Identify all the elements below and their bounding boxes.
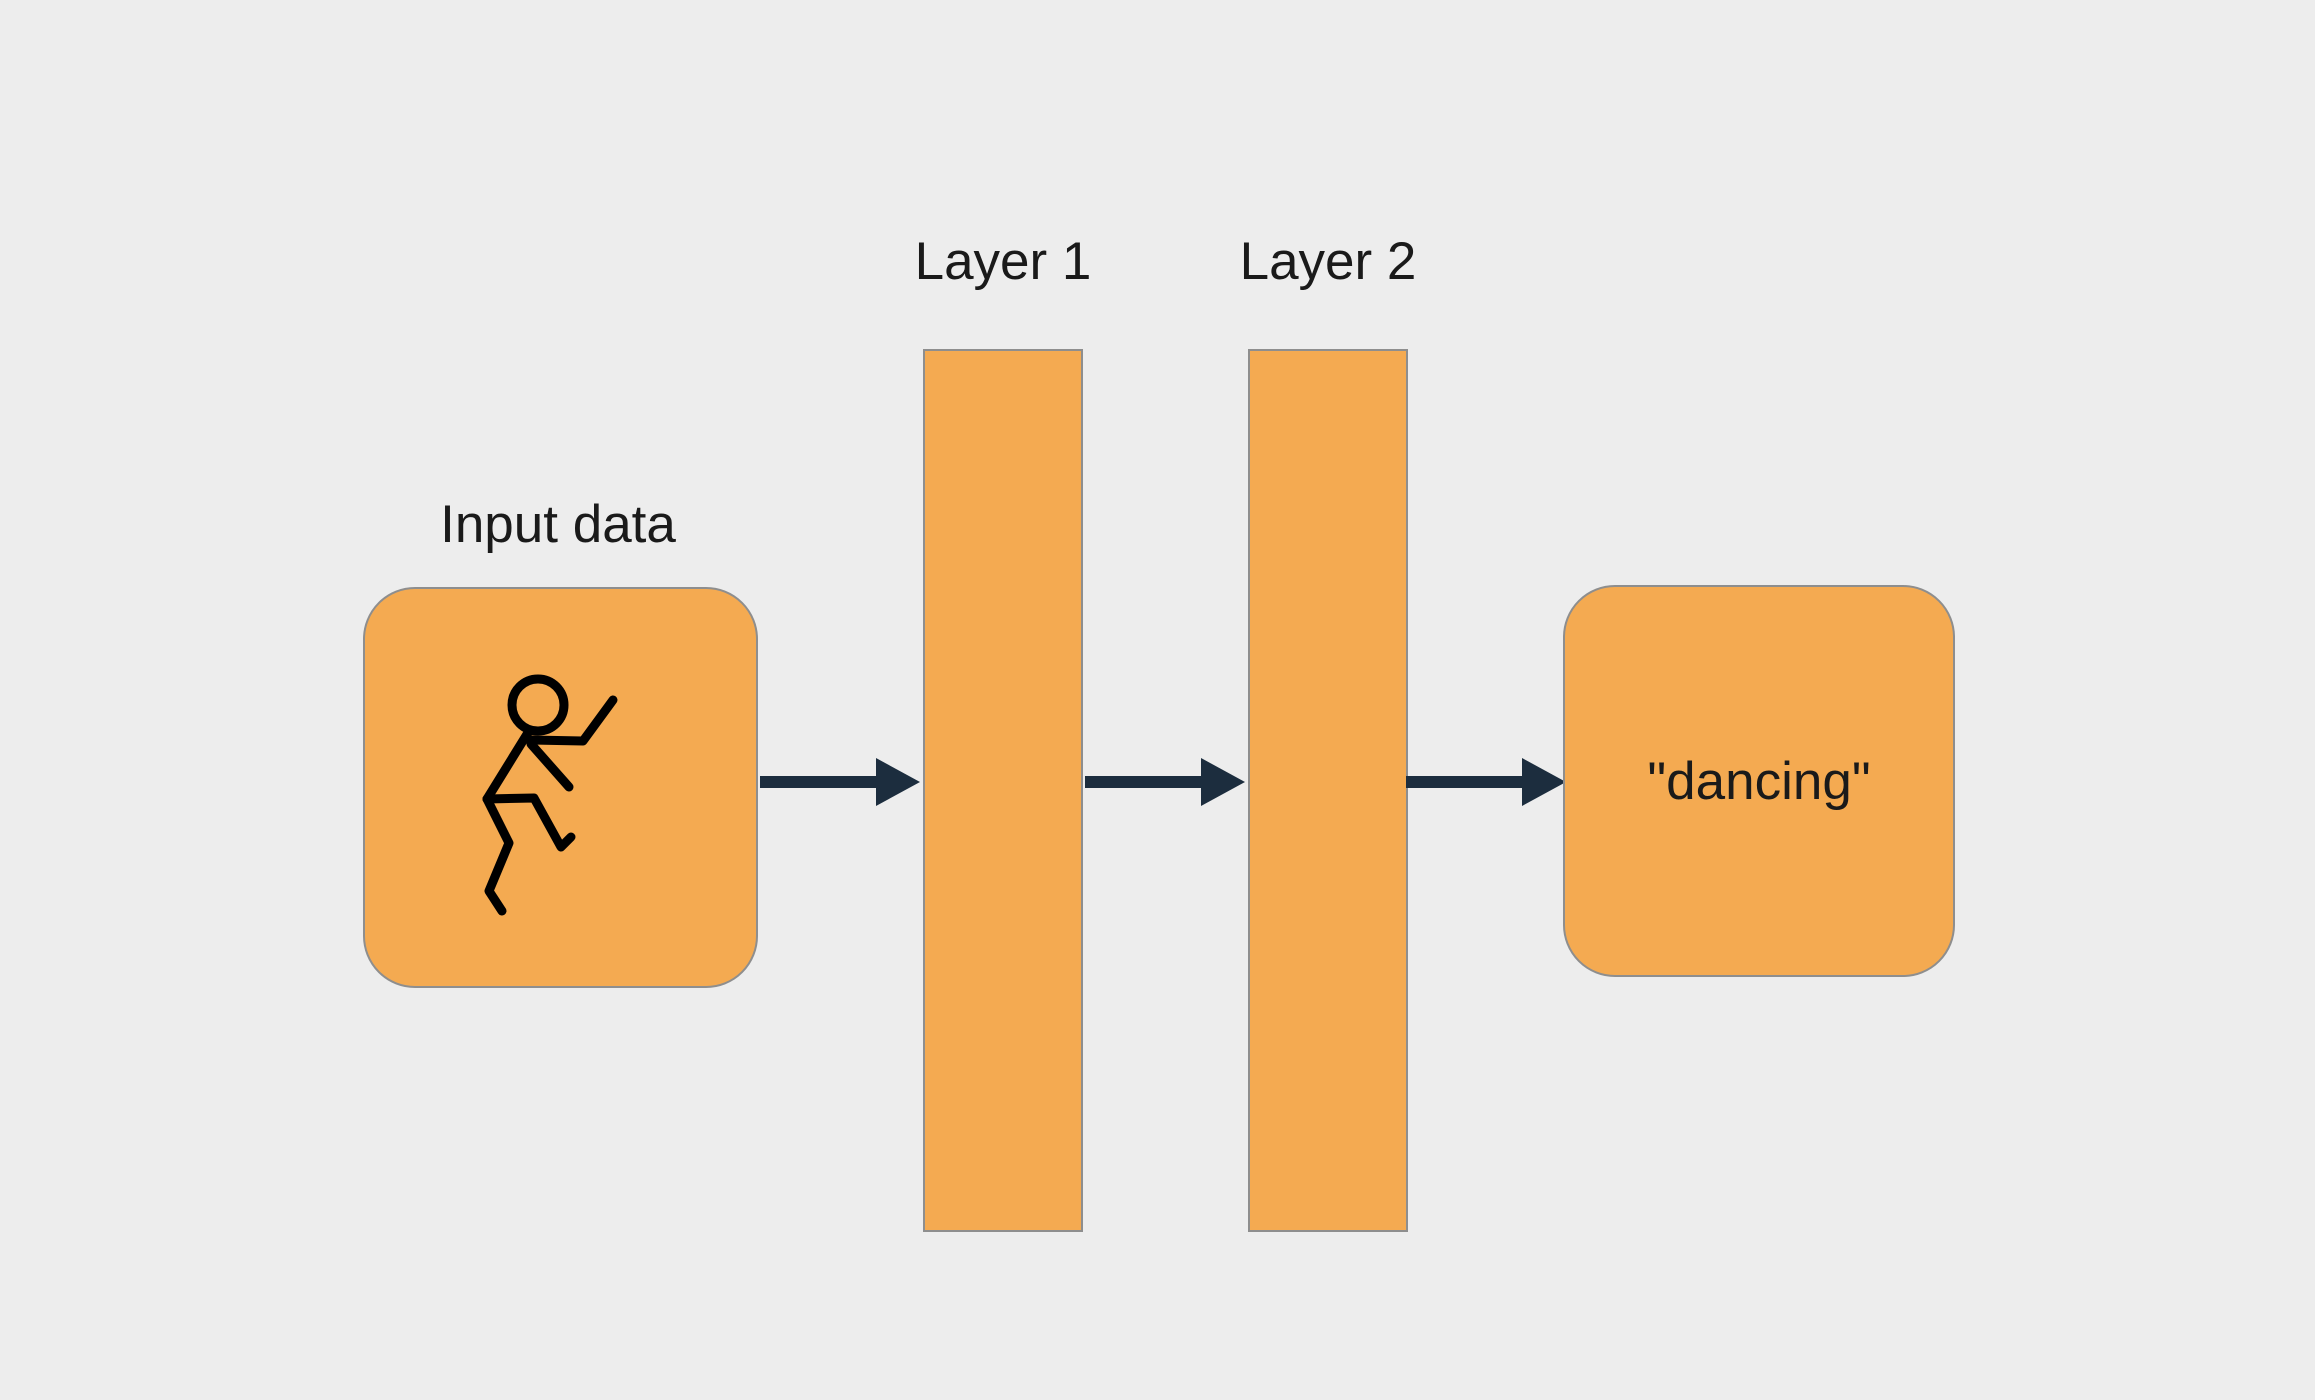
arrow-input-to-layer1-icon [760,756,920,808]
figure-arm-raised [526,695,617,745]
output-node: "dancing" [1563,585,1955,977]
arrow-layer2-to-output-icon [1406,756,1566,808]
figure-head [507,674,568,735]
layer1-label: Layer 1 [914,232,1092,291]
input-data-label: Input data [440,495,676,554]
figure-leg-standing [482,794,513,915]
figure-torso [482,726,533,803]
figure-arm-down [526,739,573,791]
layer1-bar [923,349,1083,1232]
input-data-node [363,587,758,988]
arrow-layer1-to-layer2-icon [1085,756,1245,808]
figure-leg-raised [482,793,575,851]
output-prediction-text: "dancing" [1647,751,1871,811]
layer2-label: Layer 2 [1239,232,1417,291]
dancing-stick-figure-icon [482,674,617,915]
layer2-bar [1248,349,1408,1232]
